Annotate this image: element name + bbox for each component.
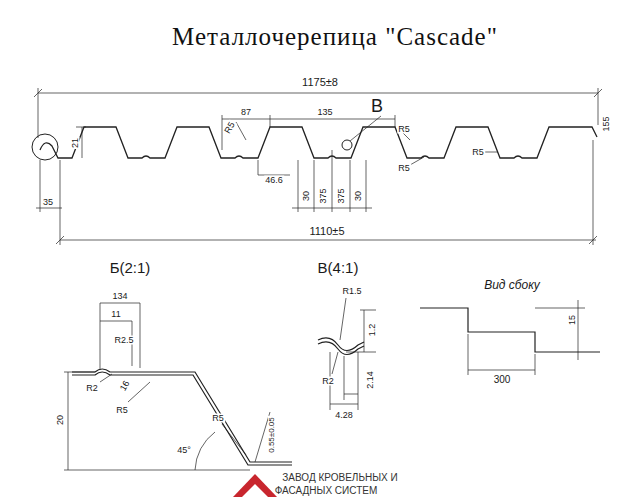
logo-roof — [242, 484, 268, 497]
company-name: ЗАВОД КРОВЕЛЬНЫХ И — [281, 473, 398, 483]
dimension-label: 21 — [71, 137, 80, 149]
dimension-label: R2 — [85, 384, 99, 393]
drawing-title: Металлочерепица "Cascade" — [172, 24, 498, 49]
detail-wave — [318, 338, 364, 351]
dimension-label: 375 — [319, 187, 328, 204]
dimension-label: 2.14 — [366, 370, 375, 390]
detail-profile — [72, 369, 292, 462]
company-name: ФАСАДНЫХ СИСТЕМ — [274, 486, 379, 496]
dimension-label: 16 — [118, 379, 132, 394]
dimension-label: 375 — [337, 187, 346, 204]
dimension-label: 1175±8 — [301, 77, 339, 88]
dimension-label: В — [370, 97, 384, 115]
dimension-lines — [34, 88, 602, 245]
dimension-label: 30 — [354, 190, 363, 202]
dimension-label: R2.5 — [113, 336, 134, 345]
view-title: В(4:1) — [317, 260, 360, 275]
dimension-label: 4.28 — [334, 411, 354, 420]
dimension-label: 0.55±0.05 — [268, 416, 276, 454]
dimension-label: R2 — [321, 377, 335, 386]
dimension-label: R5 — [397, 164, 411, 173]
dimension-label: 35 — [42, 198, 54, 207]
dimension-label: 1110±5 — [309, 226, 346, 237]
detail-dimension-lines — [330, 298, 376, 410]
view-title: Б(2:1) — [109, 260, 152, 275]
dimension-label: 45° — [176, 446, 192, 455]
dimension-label: R5 — [211, 414, 225, 423]
dimension-label: 1.2 — [368, 323, 377, 338]
dimension-label: 134 — [111, 292, 128, 301]
dimension-label: 30 — [302, 190, 311, 202]
dimension-label: R1.5 — [341, 287, 362, 296]
dimension-label: R5 — [223, 120, 238, 136]
dimension-label: 300 — [493, 375, 512, 385]
dimension-label: 46.6 — [264, 176, 284, 185]
dimension-label: 15 — [568, 314, 577, 326]
dimension-label: 135 — [316, 108, 333, 117]
dimension-label: 155 — [602, 115, 611, 132]
detail-wave — [318, 342, 364, 355]
dimension-label: R5 — [115, 406, 129, 415]
detail-dimension-lines — [64, 303, 270, 470]
dimension-label: R5 — [397, 125, 411, 134]
side-dimension-lines — [468, 300, 585, 375]
view-title: Вид сбоку — [483, 279, 541, 291]
detail-circle — [342, 140, 352, 150]
dimension-label: 20 — [56, 414, 65, 426]
side-view — [420, 308, 600, 352]
detail-circle — [32, 134, 58, 160]
dimension-label: 11 — [110, 310, 121, 319]
dimension-label: 87 — [240, 108, 252, 117]
dimension-label: R5 — [471, 148, 485, 157]
logo-roof — [233, 474, 277, 497]
tile-profile — [40, 127, 597, 158]
detail-profile — [72, 372, 292, 465]
